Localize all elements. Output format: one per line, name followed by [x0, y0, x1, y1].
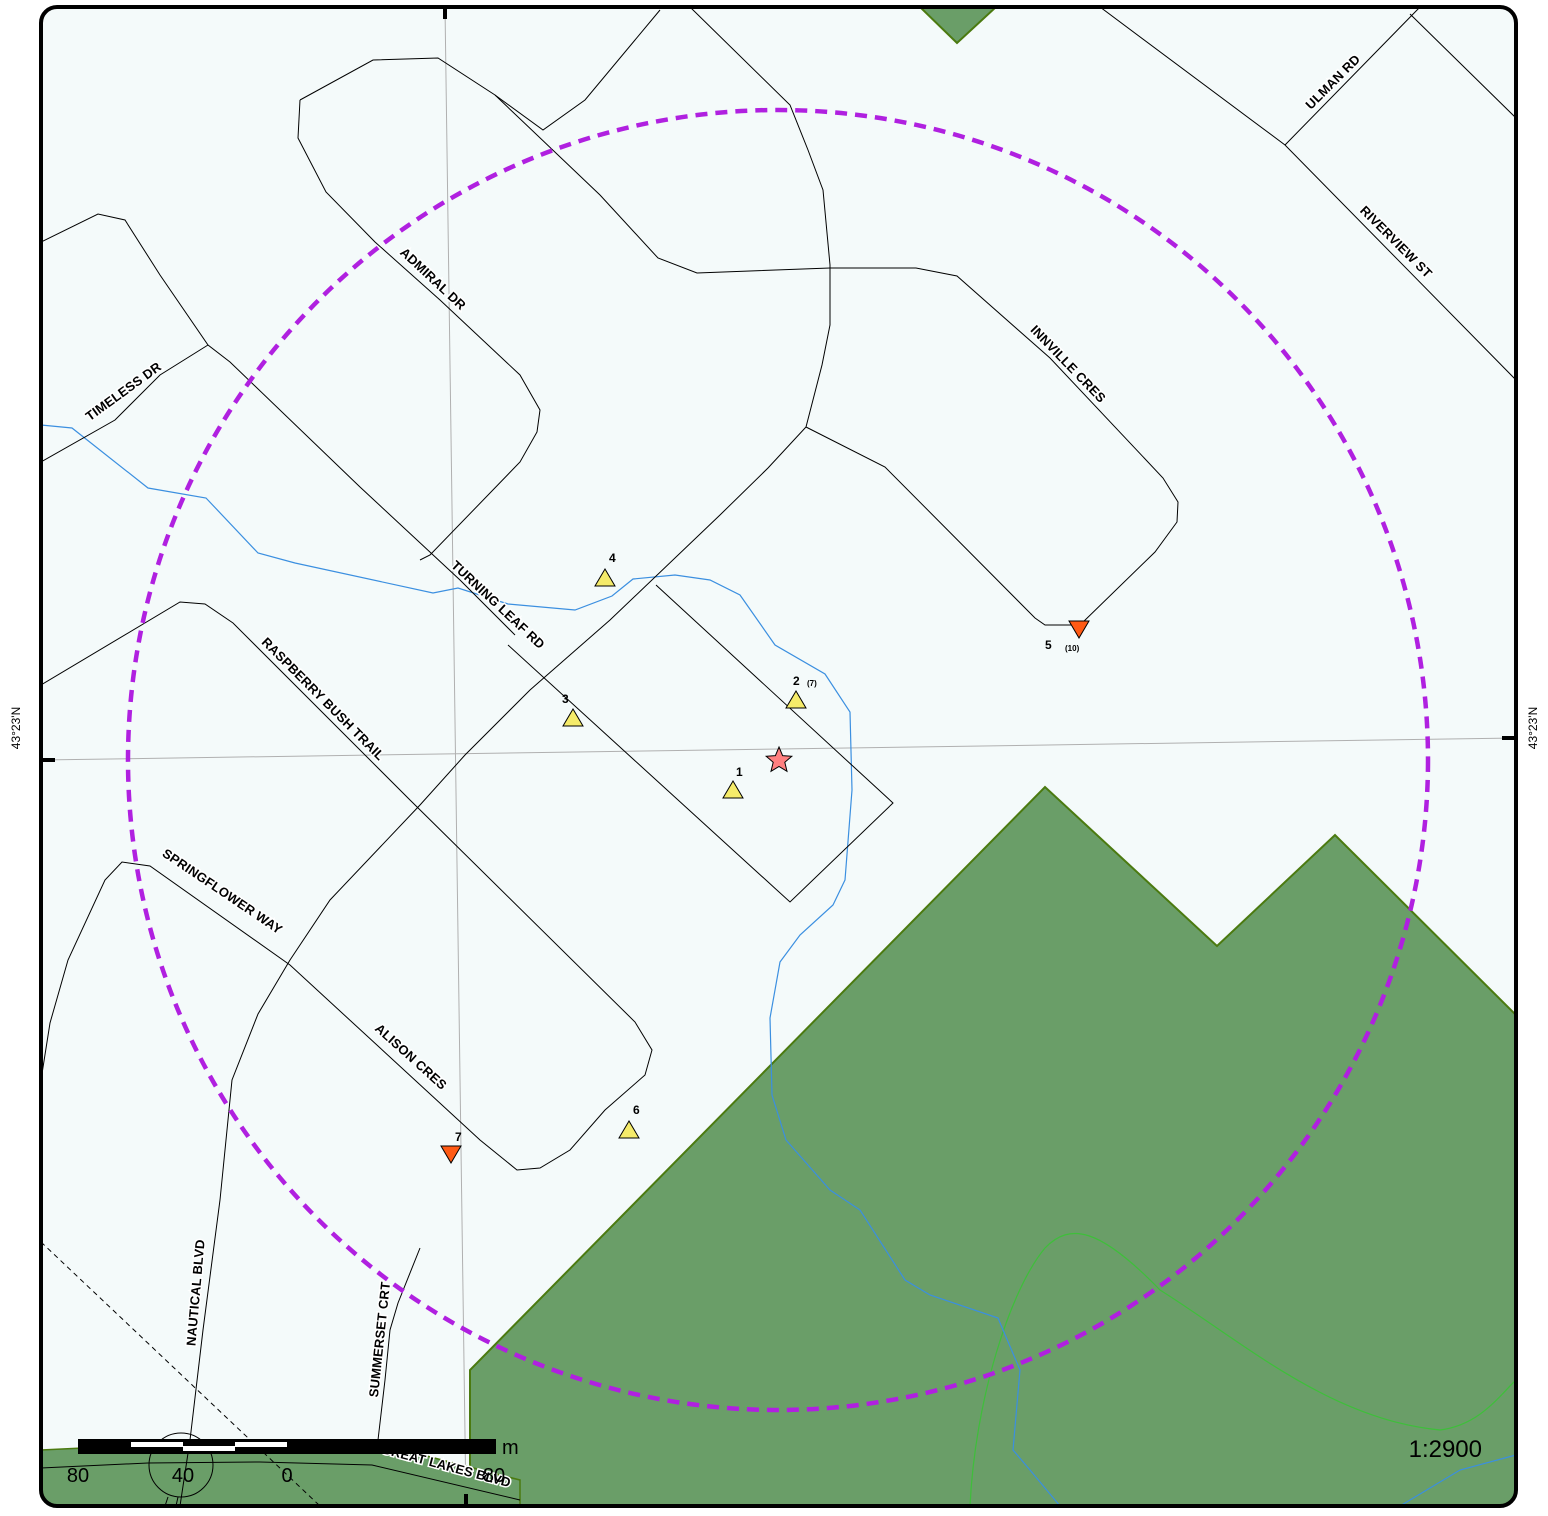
site-count: (7)	[807, 679, 817, 688]
site-6[interactable]: 6	[618, 1103, 640, 1139]
scale-bar: 80 40 0 80 m	[67, 1437, 519, 1487]
site-marker-triangle[interactable]	[562, 708, 584, 727]
scale-bar-segment	[183, 1446, 235, 1451]
center-star-icon[interactable]	[764, 745, 794, 773]
site-label: 7	[455, 1130, 462, 1144]
scale-tick-label: 80	[67, 1465, 89, 1487]
park-area-top	[917, 7, 999, 45]
road-network	[41, 7, 1516, 1506]
scale-tick-label: 0	[281, 1465, 292, 1487]
site-7[interactable]: 7	[440, 1130, 462, 1164]
scale-ratio: 1:2900	[1409, 1436, 1482, 1463]
scale-tick-label: 80	[483, 1465, 505, 1487]
scale-tick-label: 40	[172, 1465, 194, 1487]
map-frame	[39, 5, 1518, 1508]
site-marker-triangle[interactable]	[594, 568, 616, 587]
site-2[interactable]: 2 (7)	[785, 674, 817, 709]
site-label: 6	[633, 1103, 640, 1117]
site-5[interactable]: 5 (10)	[1045, 620, 1090, 653]
scale-unit: m	[502, 1437, 519, 1459]
site-1[interactable]: 1	[722, 765, 744, 799]
site-label: 2	[793, 674, 800, 688]
park-area-main	[469, 785, 1516, 1506]
site-marker-triangle-down[interactable]	[1068, 620, 1090, 639]
site-label: 4	[609, 551, 616, 565]
site-label: 1	[736, 765, 743, 779]
site-marker-triangle[interactable]	[785, 690, 807, 709]
latitude-label-right: 43°23'N	[1526, 707, 1540, 749]
site-label: 5	[1045, 638, 1052, 652]
site-label: 3	[562, 692, 569, 706]
scale-bar-segment	[131, 1442, 183, 1447]
stream-east	[1399, 1454, 1516, 1506]
graticule-meridian	[444, 7, 467, 1506]
latitude-label-left: 43°23'N	[9, 707, 23, 749]
stream-main	[41, 424, 1061, 1506]
contour-line	[969, 1232, 1516, 1506]
buffer-ring	[125, 107, 1431, 1413]
site-3[interactable]: 3	[562, 692, 584, 727]
site-4[interactable]: 4	[594, 551, 616, 587]
site-marker-triangle-down[interactable]	[440, 1145, 462, 1164]
site-marker-triangle[interactable]	[618, 1120, 640, 1139]
boundary-dashed	[41, 1241, 321, 1506]
site-marker-triangle[interactable]	[722, 780, 744, 799]
scale-bar-segment	[235, 1442, 287, 1447]
site-count: (10)	[1065, 644, 1080, 653]
